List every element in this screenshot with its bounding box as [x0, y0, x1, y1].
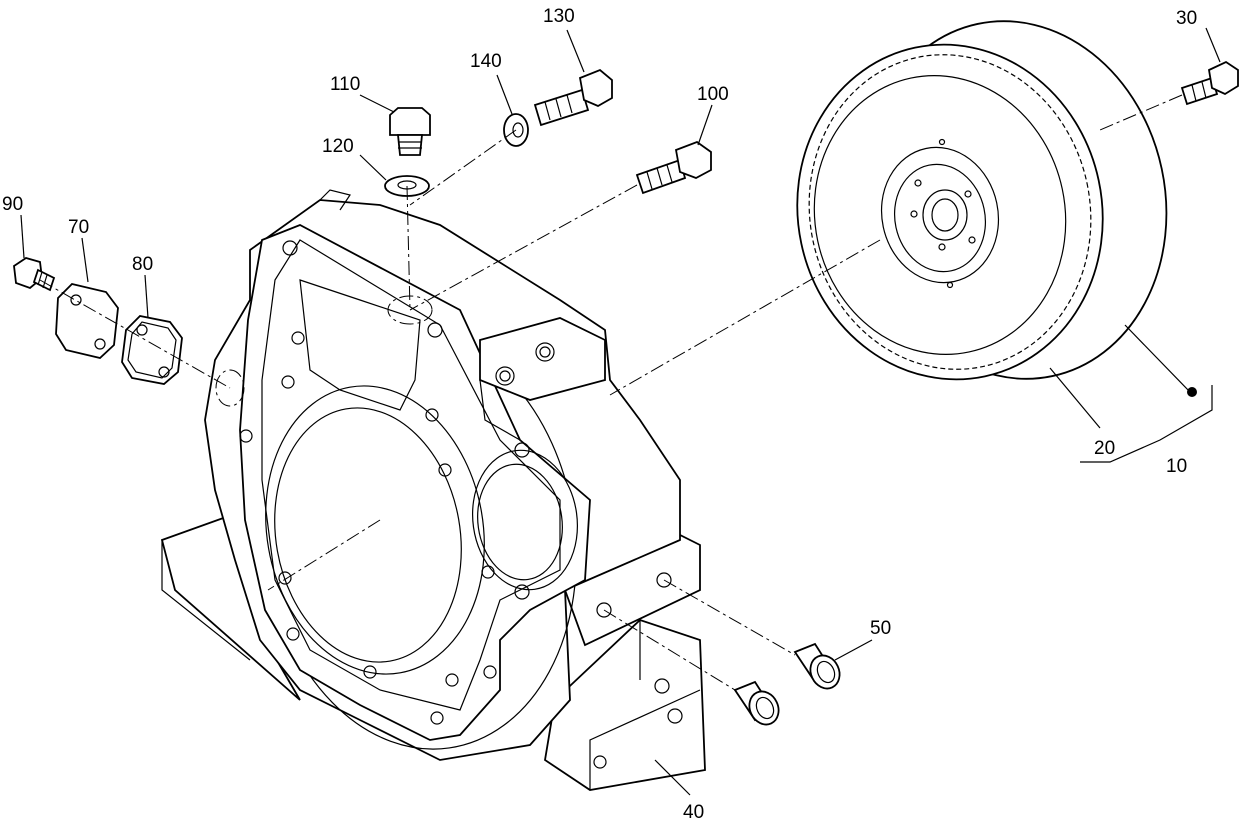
plug-110 — [389, 107, 431, 156]
label-100: 100 — [697, 84, 729, 105]
label-120: 120 — [322, 136, 354, 157]
label-80: 80 — [132, 254, 153, 275]
label-10: 10 — [1166, 456, 1187, 477]
label-20: 20 — [1094, 438, 1115, 459]
ref-dot — [1187, 387, 1197, 397]
label-50: 50 — [870, 618, 891, 639]
label-140: 140 — [470, 51, 502, 72]
label-70: 70 — [68, 217, 89, 238]
label-90: 90 — [2, 194, 23, 215]
bolt-130 — [533, 68, 613, 127]
bolt-30 — [1180, 60, 1239, 106]
bolt-100 — [635, 140, 712, 195]
part-labels: 130 140 110 120 100 30 90 70 80 20 10 50… — [2, 6, 1197, 823]
flywheel — [796, 20, 1168, 381]
label-130: 130 — [543, 6, 575, 27]
label-40: 40 — [683, 802, 704, 823]
cover-plate-70 — [55, 283, 119, 359]
bolt-90 — [13, 257, 56, 292]
leader-lines — [20, 27, 1221, 796]
bushing-50 — [733, 642, 841, 726]
label-110: 110 — [330, 74, 360, 95]
gasket-80 — [121, 315, 183, 385]
flywheel-housing — [160, 189, 706, 791]
center-lines — [39, 94, 1183, 691]
label-30: 30 — [1176, 8, 1197, 29]
